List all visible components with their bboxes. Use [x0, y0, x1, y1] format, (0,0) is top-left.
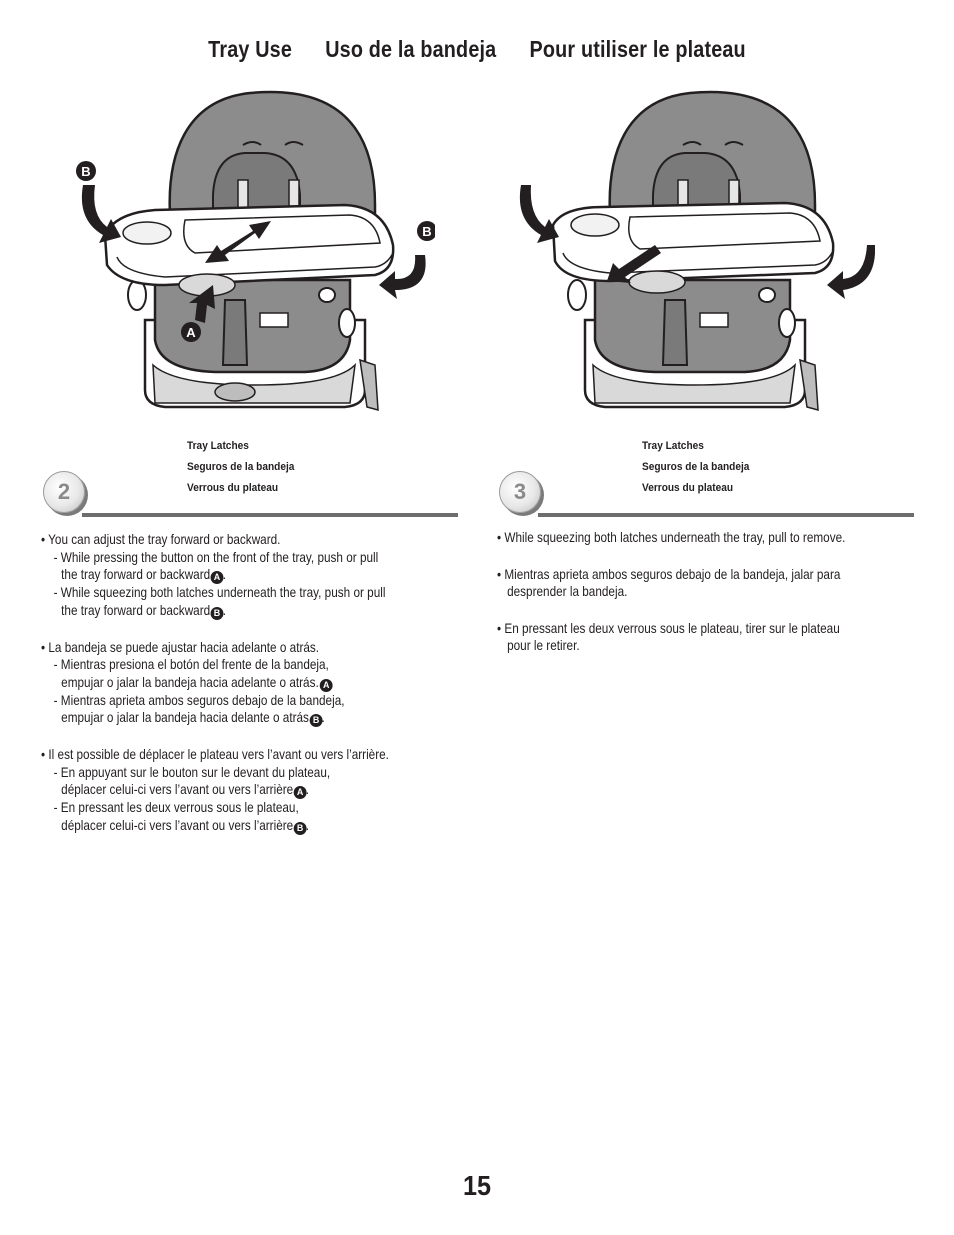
callout-b-icon: B	[293, 821, 307, 835]
text-line: - While squeezing both latches underneat…	[53, 584, 386, 600]
callout-b-right: B	[422, 224, 431, 239]
text-line: • Mientras aprieta ambos seguros debajo …	[497, 565, 841, 582]
section-rule-step3	[538, 513, 914, 517]
text-line: déplacer celui-ci vers l’avant ou vers l…	[61, 816, 310, 835]
step2-instructions: • You can adjust the tray forward or bac…	[41, 531, 541, 854]
text-line: - En pressant les deux verrous sous le p…	[53, 799, 299, 815]
text-line: • En pressant les deux verrous sous le p…	[497, 619, 840, 636]
step2-french: • Il est possible de déplacer le plateau…	[41, 746, 461, 835]
text-line: déplacer celui-ci vers l’avant ou vers l…	[61, 781, 310, 799]
latch-label-fr: Verrous du plateau	[187, 482, 279, 494]
latch-label-es: Seguros de la bandeja	[642, 461, 750, 473]
page-number: 15	[462, 1170, 492, 1201]
text-line: - Mientras presiona el botón del frente …	[53, 656, 329, 672]
section-rule-step2	[82, 513, 458, 517]
callout-b-left: B	[81, 164, 90, 179]
step3-instructions: • While squeezing both latches underneat…	[497, 529, 954, 674]
text-line: • Il est possible de déplacer le plateau…	[41, 746, 389, 762]
text-line: - While pressing the button on the front…	[53, 548, 379, 565]
tray-latches-labels-step3: Tray Latches Seguros de la bandeja Verro…	[642, 436, 749, 499]
text-line: desprender la bandeja.	[507, 583, 628, 599]
callout-a-icon: A	[319, 678, 333, 692]
illustration-step2: B B A	[75, 85, 435, 425]
step2-english: • You can adjust the tray forward or bac…	[41, 531, 461, 620]
callout-b-icon: B	[309, 714, 323, 727]
latch-label-en: Tray Latches	[187, 440, 249, 452]
callout-b-icon: B	[210, 606, 224, 620]
text-line: • While squeezing both latches underneat…	[497, 529, 846, 545]
text-line: - Mientras aprieta ambos seguros debajo …	[53, 691, 345, 708]
highchair-tray-adjust-illustration: B B A	[76, 90, 435, 412]
highchair-tray-remove-illustration	[519, 90, 875, 412]
latch-label-en: Tray Latches	[642, 440, 704, 452]
title-french: Pour utiliser le plateau	[529, 36, 746, 62]
step2-spanish: • La bandeja se puede ajustar hacia adel…	[41, 638, 461, 727]
title-english: Tray Use	[208, 36, 293, 62]
text-line: - En appuyant sur le bouton sur le devan…	[53, 763, 331, 780]
illustration-step3	[515, 85, 875, 425]
latch-label-es: Seguros de la bandeja	[187, 461, 295, 473]
text-line: • You can adjust the tray forward or bac…	[41, 531, 281, 547]
step-number-3: 3	[499, 471, 541, 513]
title-spanish: Uso de la bandeja	[325, 36, 497, 62]
text-line: empujar o jalar la bandeja hacia delante…	[61, 709, 325, 727]
text-line: empujar o jalar la bandeja hacia adelant…	[41, 674, 461, 692]
step3-spanish: • Mientras aprieta ambos seguros debajo …	[497, 566, 917, 601]
text-line: • La bandeja se puede ajustar hacia adel…	[41, 638, 320, 655]
step-number-2: 2	[43, 471, 85, 513]
page-header: Tray Use Uso de la bandeja Pour utiliser…	[67, 36, 887, 63]
text-line: pour le retirer.	[507, 637, 580, 653]
callout-a-icon: A	[293, 786, 307, 799]
step3-english: • While squeezing both latches underneat…	[497, 529, 917, 547]
callout-a: A	[186, 325, 196, 340]
callout-a-icon: A	[210, 571, 224, 584]
latch-label-fr: Verrous du plateau	[642, 482, 734, 494]
step3-french: • En pressant les deux verrous sous le p…	[497, 620, 917, 655]
tray-latches-labels-step2: Tray Latches Seguros de la bandeja Verro…	[187, 436, 294, 499]
